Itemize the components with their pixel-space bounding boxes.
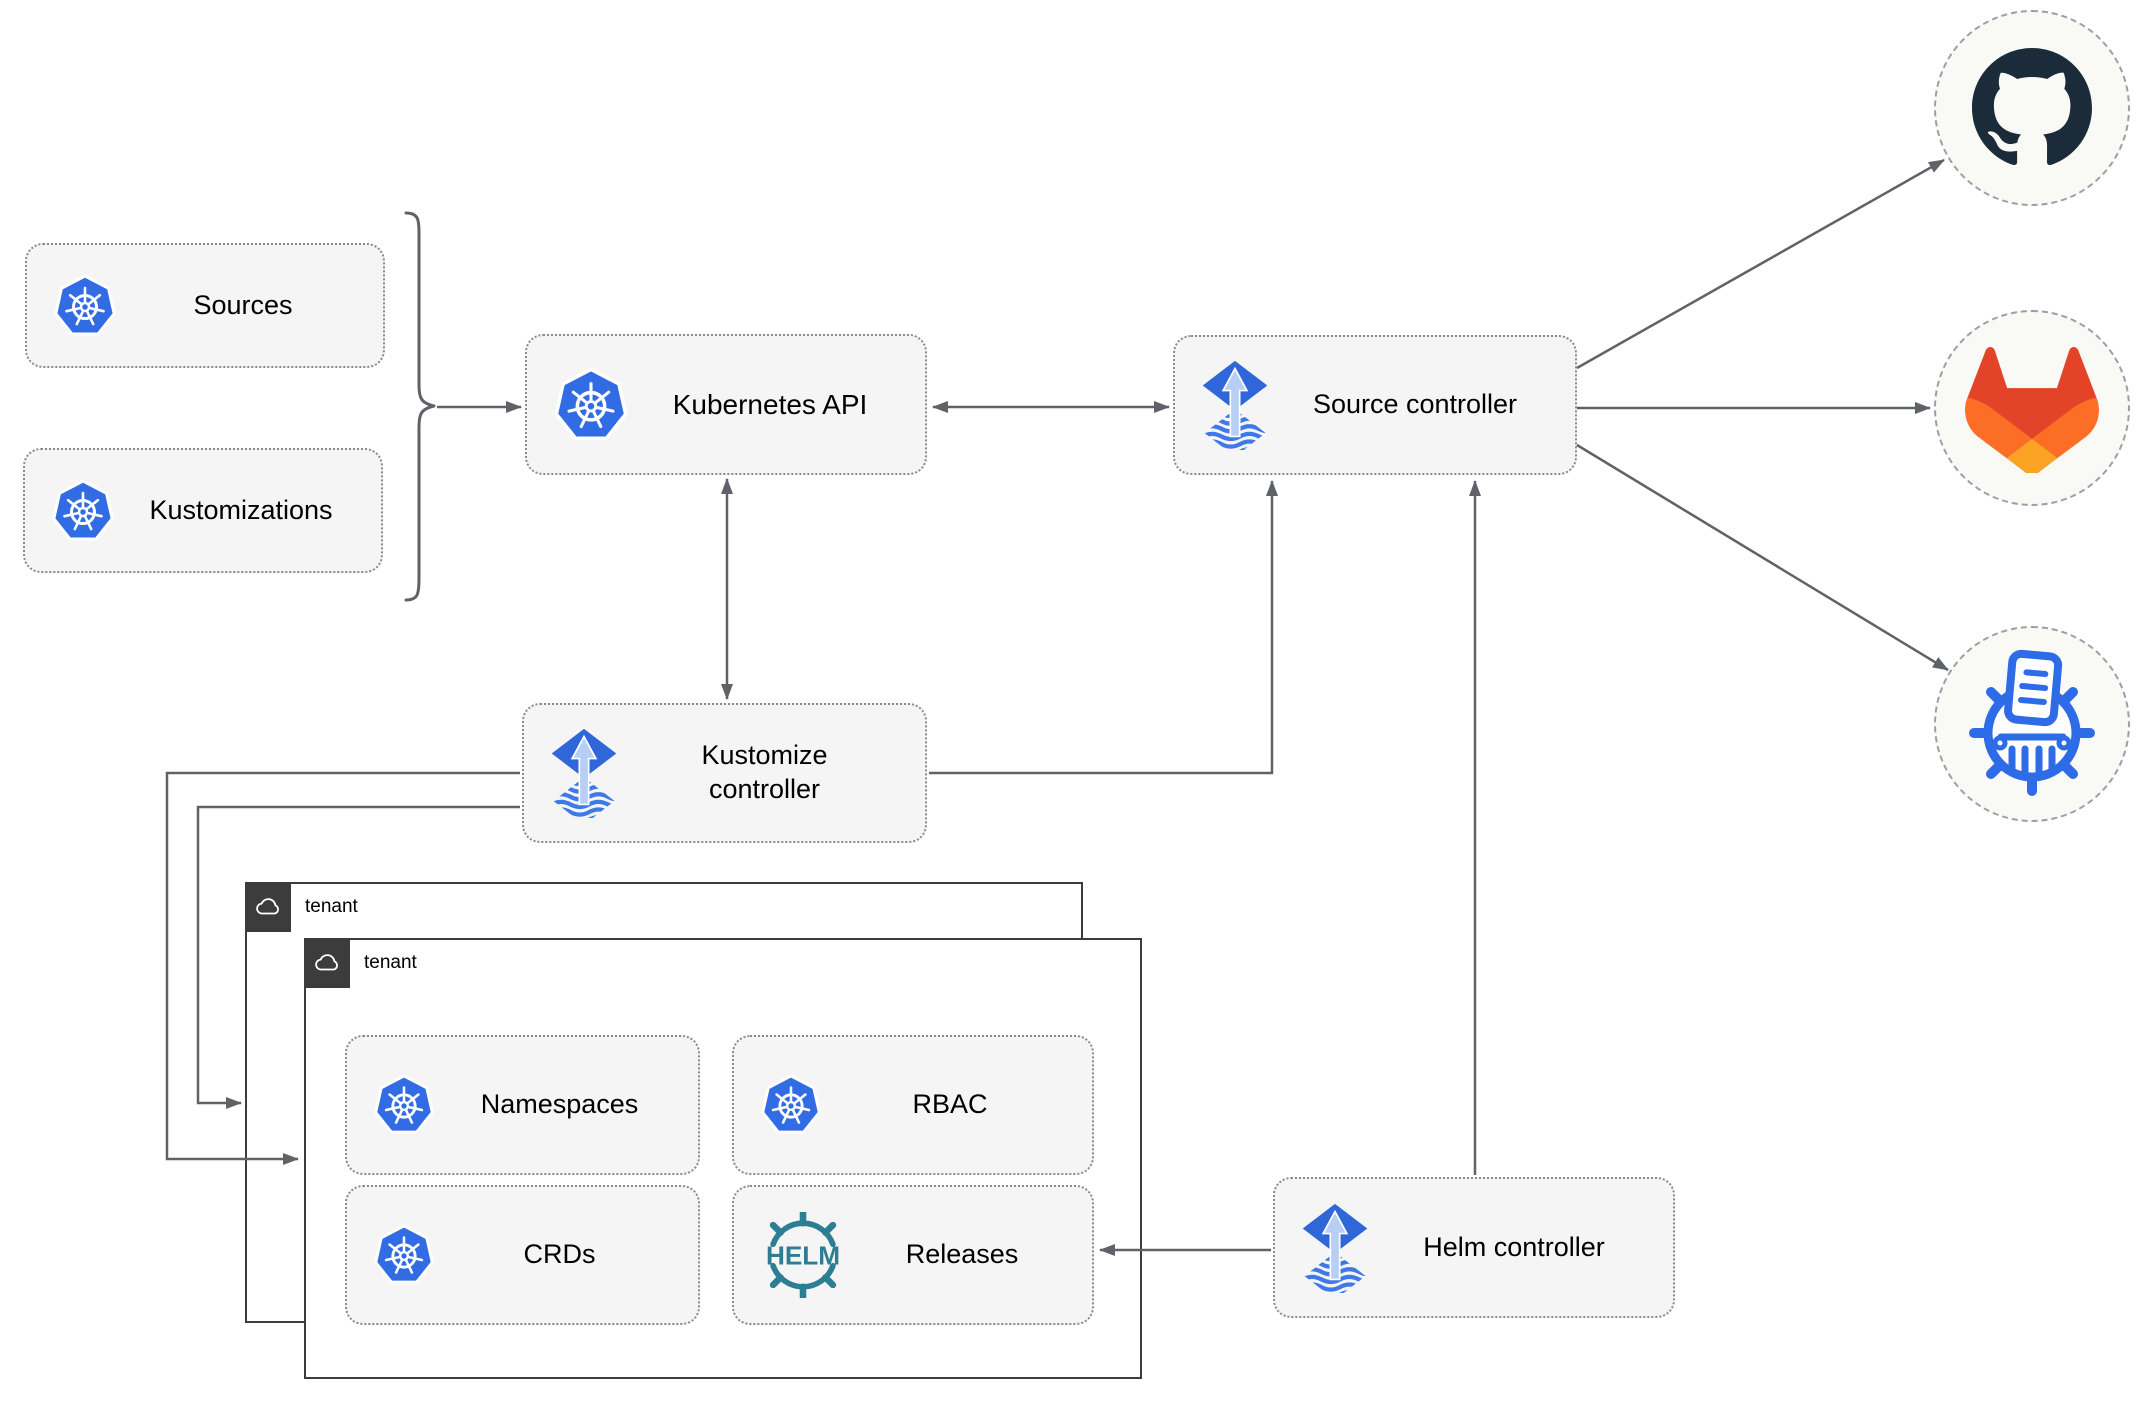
node-kustomize-controller: Kustomize controller — [522, 703, 927, 843]
node-releases: HELM Releases — [732, 1185, 1094, 1325]
kubernetes-icon — [53, 274, 117, 338]
node-label: Kustomize controller — [701, 740, 828, 804]
node-namespaces: Namespaces — [345, 1035, 700, 1175]
node-label: RBAC — [912, 1089, 988, 1120]
connector-source-controller-to-helm-repository — [1576, 443, 1949, 672]
node-label: Sources — [193, 289, 293, 320]
gitlab-icon — [1965, 347, 2099, 473]
node-label: Helm controller — [1423, 1231, 1605, 1262]
node-label: Namespaces — [480, 1089, 639, 1120]
connector-kustomize-controller-to-source-controller — [929, 480, 1278, 775]
kubernetes-icon — [51, 479, 115, 543]
flux-icon — [1301, 1203, 1369, 1293]
tenant-label: tenant — [305, 896, 358, 917]
tenant-tab — [304, 938, 350, 988]
external-helm-repository — [1934, 626, 2130, 822]
node-sources: Sources — [25, 243, 385, 368]
node-helm-controller: Helm controller — [1273, 1177, 1675, 1318]
node-label: Kubernetes API — [672, 389, 868, 420]
external-github — [1934, 10, 2130, 206]
node-label: Source controller — [1312, 389, 1518, 420]
node-label: CRDs — [523, 1239, 596, 1270]
kubernetes-icon — [553, 367, 629, 443]
helm-repository-icon — [1969, 649, 2095, 796]
node-crds: CRDs — [345, 1185, 700, 1325]
tenant-label: tenant — [364, 952, 417, 973]
external-gitlab — [1934, 310, 2130, 506]
kubernetes-icon — [373, 1224, 435, 1286]
helm-wordmark: HELM — [766, 1240, 840, 1270]
kubernetes-icon — [760, 1074, 822, 1136]
flux-icon — [1201, 360, 1269, 450]
node-rbac: RBAC — [732, 1035, 1094, 1175]
tenant-tab — [245, 882, 291, 932]
node-source-controller: Source controller — [1173, 335, 1577, 475]
node-label: Kustomizations — [149, 494, 333, 525]
cloud-icon — [315, 954, 338, 971]
node-label: Releases — [905, 1239, 1019, 1270]
helm-icon: HELM — [760, 1212, 846, 1298]
node-kustomizations: Kustomizations — [23, 448, 383, 573]
node-kubernetes-api: Kubernetes API — [525, 334, 927, 475]
github-icon — [1972, 48, 2092, 166]
kubernetes-icon — [373, 1074, 435, 1136]
grouping-brace — [404, 211, 436, 602]
cloud-icon — [256, 898, 279, 915]
connector-source-controller-to-github — [1576, 158, 1945, 370]
flux-icon — [550, 728, 618, 818]
